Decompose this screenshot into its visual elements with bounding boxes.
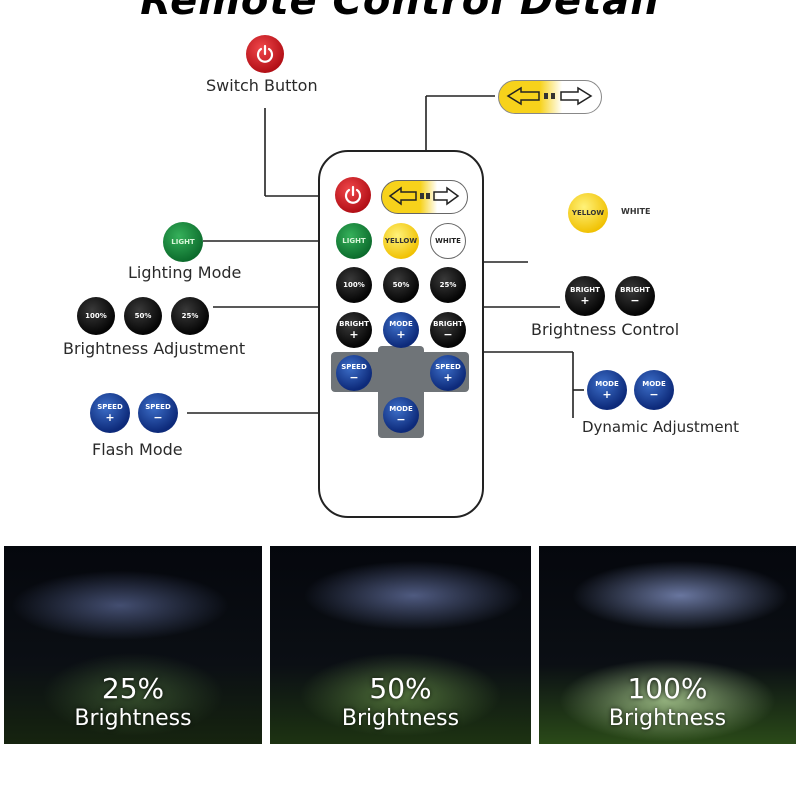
white-button[interactable]: WHITE xyxy=(430,223,466,259)
photo-caption: Brightness xyxy=(608,706,727,731)
callout-light-icon: LIGHT xyxy=(163,222,203,262)
callout-power-icon xyxy=(246,35,284,73)
photo-percent: 100% xyxy=(627,672,708,705)
callout-bright-plus-icon: BRIGHT+ xyxy=(565,276,605,316)
power-button[interactable] xyxy=(335,177,371,213)
speed-plus-button[interactable]: SPEED+ xyxy=(430,355,466,391)
photo-50-brightness: 50% Brightness xyxy=(270,546,531,744)
power-icon xyxy=(256,44,274,63)
photo-caption: Brightness xyxy=(341,706,460,731)
photo-percent: 25% xyxy=(101,672,165,705)
switch-button-label: Switch Button xyxy=(206,76,318,95)
callout-speed-minus-icon: SPEED− xyxy=(138,393,178,433)
power-icon xyxy=(344,185,362,204)
callout-white-label: WHITE xyxy=(621,207,651,216)
speed-minus-button[interactable]: SPEED− xyxy=(336,355,372,391)
bright-minus-button[interactable]: BRIGHT− xyxy=(430,312,466,348)
photo-100-brightness: 100% Brightness xyxy=(539,546,796,744)
brightness-adjustment-label: Brightness Adjustment xyxy=(63,339,246,358)
photo-25-brightness: 25% Brightness xyxy=(4,546,262,744)
double-arrow-icon xyxy=(388,186,460,206)
brightness-100-button[interactable]: 100% xyxy=(336,267,372,303)
callout-yellow-icon: YELLOW xyxy=(568,193,608,233)
callout-50-icon: 50% xyxy=(124,297,162,335)
color-temp-switch-button[interactable] xyxy=(381,180,468,214)
lighting-mode-label: Lighting Mode xyxy=(128,263,242,282)
double-arrow-icon xyxy=(506,86,593,106)
callout-color-switch xyxy=(498,80,602,114)
callout-speed-plus-icon: SPEED+ xyxy=(90,393,130,433)
callout-100-icon: 100% xyxy=(77,297,115,335)
photo-percent: 50% xyxy=(369,672,432,705)
photo-caption: Brightness xyxy=(74,706,192,731)
light-button[interactable]: LIGHT xyxy=(336,223,372,259)
callout-bright-minus-icon: BRIGHT− xyxy=(615,276,655,316)
callout-mode-plus-icon: MODE+ xyxy=(587,370,627,410)
callout-25-icon: 25% xyxy=(171,297,209,335)
brightness-control-label: Brightness Control xyxy=(531,320,680,339)
yellow-button[interactable]: YELLOW xyxy=(383,223,419,259)
brightness-50-button[interactable]: 50% xyxy=(383,267,419,303)
page-title: Remote Control Detail xyxy=(140,0,660,24)
mode-minus-button[interactable]: MODE− xyxy=(383,397,419,433)
flash-mode-label: Flash Mode xyxy=(92,440,183,459)
mode-plus-button[interactable]: MODE+ xyxy=(383,312,419,348)
dynamic-adjustment-label: Dynamic Adjustment xyxy=(582,418,740,436)
callout-mode-minus-icon: MODE− xyxy=(634,370,674,410)
brightness-25-button[interactable]: 25% xyxy=(430,267,466,303)
bright-plus-button[interactable]: BRIGHT+ xyxy=(336,312,372,348)
